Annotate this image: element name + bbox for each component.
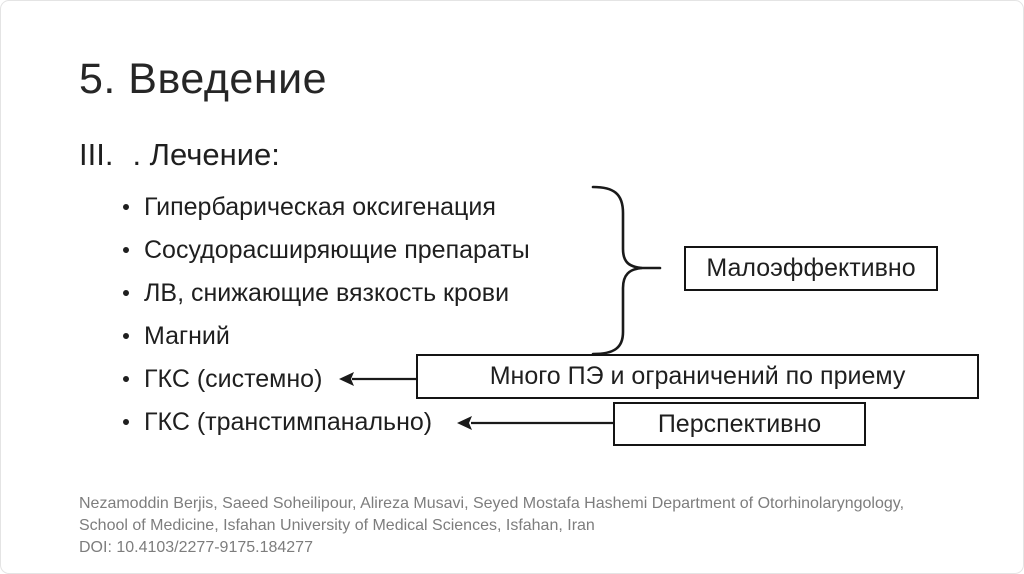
section-label: . Лечение: xyxy=(132,137,280,172)
citation-line-doi: DOI: 10.4103/2277-9175.184277 xyxy=(79,539,313,556)
callout-promising: Перспективно xyxy=(613,402,866,446)
curly-brace xyxy=(591,185,662,356)
citation-line-affiliation: School of Medicine, Isfahan University o… xyxy=(79,517,595,534)
bullet-item-gks-transtympanic: ГКС (транстимпанально) xyxy=(123,401,530,444)
bullet-item-vasodilators: Сосудорасширяющие препараты xyxy=(123,229,530,272)
section-heading: III. . Лечение: xyxy=(79,137,280,173)
bullet-item-hyperbaric: Гипербарическая оксигенация xyxy=(123,186,530,229)
bullet-item-viscosity: ЛВ, снижающие вязкость крови xyxy=(123,272,530,315)
callout-side-effects: Много ПЭ и ограничений по приему xyxy=(416,354,979,399)
treatment-bullet-list: Гипербарическая оксигенация Сосудорасшир… xyxy=(123,186,530,444)
bullet-item-gks-systemic: ГКС (системно) xyxy=(123,358,530,401)
slide-title: 5. Введение xyxy=(79,55,328,103)
section-numeral: III. xyxy=(79,137,114,172)
bullet-item-magnesium: Магний xyxy=(123,315,530,358)
citation-line-authors: Nezamoddin Berjis, Saeed Soheilipour, Al… xyxy=(79,495,905,512)
callout-ineffective: Малоэффективно xyxy=(684,246,938,291)
citation: Nezamoddin Berjis, Saeed Soheilipour, Al… xyxy=(79,493,904,559)
